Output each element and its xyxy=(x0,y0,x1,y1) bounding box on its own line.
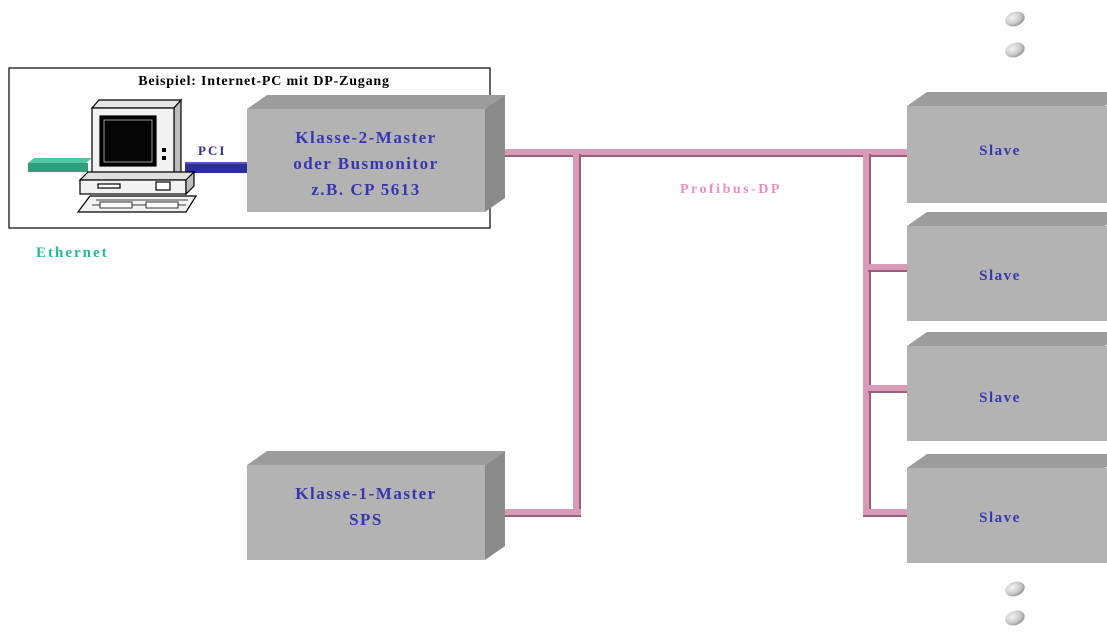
slave-node: Slave xyxy=(907,332,1107,441)
slave-node: Slave xyxy=(907,454,1107,563)
continuation-dots-top xyxy=(1005,11,1025,58)
class1-master-label-1: Klasse-1-Master xyxy=(295,484,436,503)
profibus-bus xyxy=(484,149,912,517)
ethernet-label: Ethernet xyxy=(36,245,109,261)
slave-node: Slave xyxy=(907,212,1107,321)
bus-label: Profibus-DP xyxy=(680,182,782,197)
example-title: Beispiel: Internet-PC mit DP-Zugang xyxy=(138,74,390,89)
ethernet-cable xyxy=(28,158,92,172)
slave-label: Slave xyxy=(979,143,1021,159)
computer-icon xyxy=(76,98,198,213)
class2-master-label-1: Klasse-2-Master xyxy=(295,128,436,147)
slave-label: Slave xyxy=(979,510,1021,526)
slave-node: Slave xyxy=(907,92,1107,203)
class2-master-label-3: z.B. CP 5613 xyxy=(311,180,421,199)
slave-label: Slave xyxy=(979,268,1021,284)
class2-master-label-2: oder Busmonitor xyxy=(293,154,438,173)
pci-label: PCI xyxy=(198,143,226,158)
class1-master-label-2: SPS xyxy=(349,510,383,529)
pci-link xyxy=(185,162,247,173)
slave-label: Slave xyxy=(979,390,1021,406)
class1-master-node: Klasse-1-Master SPS xyxy=(247,451,505,560)
class2-master-node: Klasse-2-Master oder Busmonitor z.B. CP … xyxy=(247,95,505,212)
continuation-dots-bottom xyxy=(1005,581,1025,626)
